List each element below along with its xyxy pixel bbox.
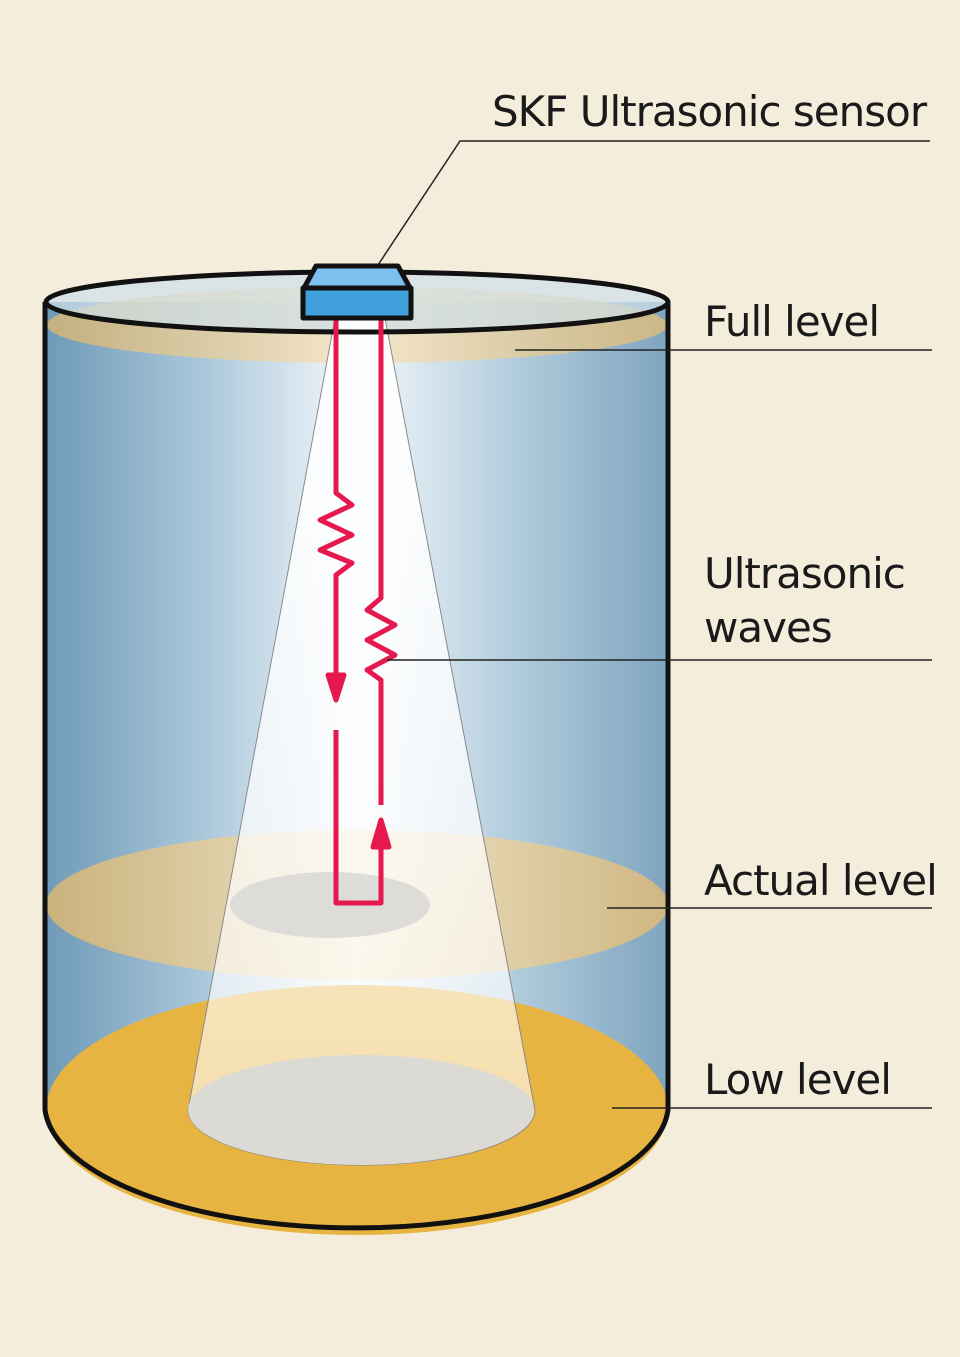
leader-lines [377, 140, 932, 1109]
emitted-arrowhead [325, 672, 347, 703]
echo-path [333, 730, 384, 906]
echo-arrowhead [370, 817, 392, 850]
emitted-wave [317, 318, 355, 680]
ultrasonic-waves [317, 318, 398, 906]
full-level-label: Full level [704, 297, 880, 346]
reflected-wave [364, 318, 398, 805]
waves-label-line1: Ultrasonic [704, 549, 906, 598]
actual-level-label: Actual level [704, 856, 938, 905]
sensor-leader-line [377, 140, 930, 266]
ultrasonic-beam-cone [187, 317, 536, 1166]
beam-footprint-low [188, 1055, 534, 1165]
ultrasonic-sensor-icon [300, 263, 414, 321]
beam-footprint-actual [230, 872, 430, 938]
low-level-label: Low level [704, 1055, 892, 1104]
tank-outline [42, 302, 671, 1231]
waves-label-line2: waves [704, 603, 833, 652]
sensor-label: SKF Ultrasonic sensor [492, 87, 927, 136]
